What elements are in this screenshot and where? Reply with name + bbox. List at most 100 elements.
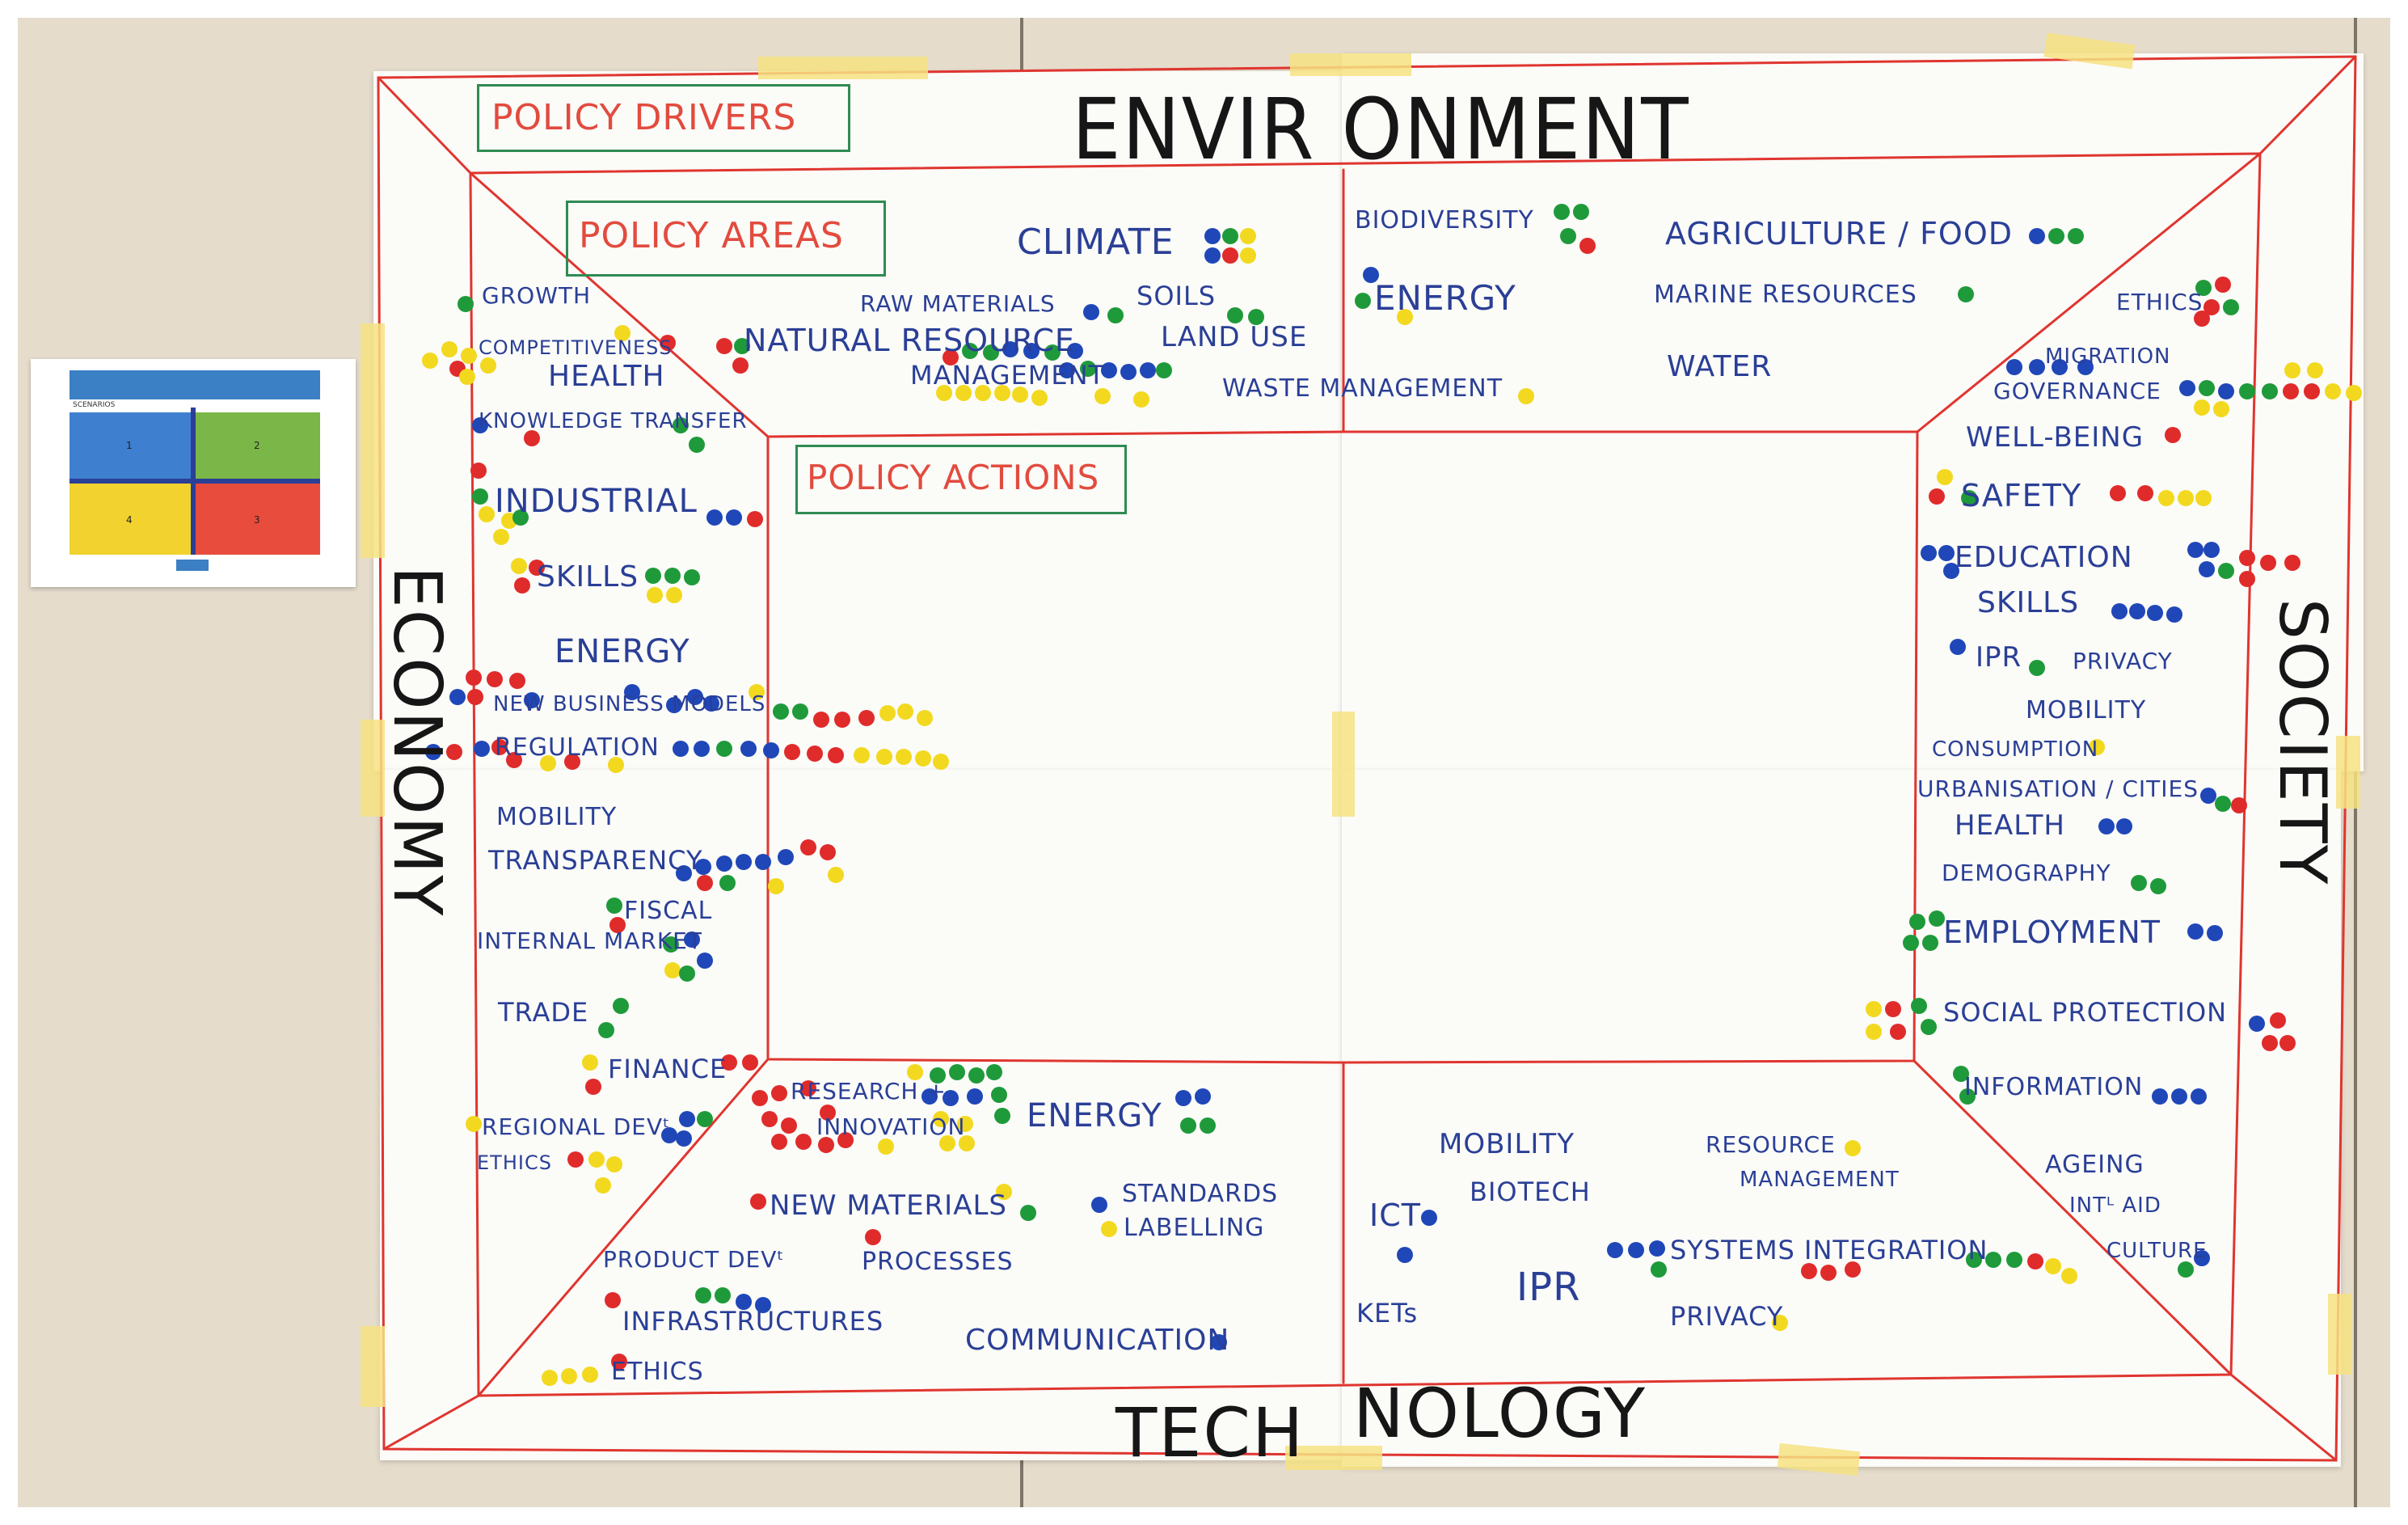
voting-dot: [480, 357, 496, 374]
masking-tape: [758, 57, 928, 79]
voting-dot: [2199, 561, 2215, 577]
voting-dot: [664, 568, 681, 584]
voting-dot: [1091, 1197, 1107, 1213]
label-product-dev: PRODUCT DEVᵗ: [603, 1246, 785, 1273]
voting-dot: [962, 343, 978, 359]
label-soils: SOILS: [1137, 281, 1217, 311]
voting-dot: [2129, 603, 2145, 619]
label-water: WATER: [1667, 350, 1773, 383]
voting-dot: [1950, 639, 1966, 655]
voting-dot: [1227, 307, 1243, 323]
voting-dot: [2052, 359, 2068, 375]
voting-dot: [716, 338, 732, 354]
voting-dot: [897, 703, 913, 720]
voting-dot: [1363, 267, 1379, 283]
voting-dot: [740, 741, 757, 757]
voting-dot: [1397, 1247, 1413, 1263]
voting-dot: [736, 854, 752, 870]
label-regional-dev: REGIONAL DEVᵗ: [482, 1113, 671, 1140]
voting-dot: [1943, 563, 1959, 579]
voting-dot: [524, 692, 540, 708]
technology-heading-right: NOLOGY: [1353, 1374, 1647, 1453]
society-heading: SOCIETY: [2265, 598, 2340, 886]
voting-dot: [1890, 1024, 1906, 1040]
voting-dot: [2239, 383, 2255, 399]
label-ipr-soc: IPR: [1976, 641, 2022, 674]
voting-dot: [2284, 555, 2300, 571]
voting-dot: [2089, 739, 2105, 755]
label-biotech: BIOTECH: [1470, 1176, 1591, 1207]
voting-dot: [1059, 362, 1075, 378]
voting-dot: [2111, 603, 2128, 619]
voting-dot: [446, 744, 462, 760]
voting-dot: [837, 1132, 854, 1148]
label-industrial: INDUSTRIAL: [495, 483, 698, 520]
label-energy-eco: ENERGY: [555, 633, 690, 670]
voting-dot: [800, 839, 816, 855]
voting-dot: [697, 953, 713, 969]
voting-dot: [1133, 391, 1149, 408]
voting-dot: [2165, 427, 2181, 443]
voting-dot: [467, 689, 483, 705]
voting-dot: [2171, 1088, 2187, 1105]
voting-dot: [1628, 1242, 1644, 1258]
voting-dot: [1911, 998, 1927, 1014]
voting-dot: [1397, 309, 1413, 325]
voting-dot: [828, 747, 844, 763]
voting-dot: [472, 488, 488, 505]
voting-dot: [800, 1080, 816, 1096]
voting-dot: [2178, 1261, 2194, 1278]
voting-dot: [1156, 362, 1172, 378]
label-information: INFORMATION: [1964, 1073, 2144, 1101]
label-knowledge-transfer: KNOWLEDGE TRANSFER: [479, 409, 748, 433]
voting-dot: [459, 369, 475, 385]
policy-drivers-label: POLICY DRIVERS: [491, 97, 797, 138]
voting-dot: [943, 1090, 959, 1106]
voting-dot: [1909, 914, 1925, 930]
masking-tape: [2336, 736, 2360, 809]
voting-dot: [676, 865, 692, 881]
voting-dot: [1921, 545, 1937, 561]
voting-dot: [716, 855, 732, 872]
voting-dot: [679, 965, 695, 982]
voting-dot: [986, 1064, 1002, 1080]
voting-dot: [1953, 1066, 1969, 1082]
voting-dot: [1083, 304, 1099, 320]
voting-dot: [614, 325, 630, 341]
voting-dot: [1101, 362, 1117, 378]
voting-dot: [933, 754, 949, 770]
voting-dot: [930, 1067, 946, 1084]
voting-dot: [768, 878, 784, 894]
voting-dot: [2215, 796, 2231, 812]
voting-dot: [2029, 660, 2045, 676]
voting-dot: [755, 1297, 771, 1313]
voting-dot: [749, 684, 765, 700]
card-title: SCENARIOS: [73, 401, 116, 409]
voting-dot: [673, 741, 689, 757]
voting-dot: [2116, 818, 2132, 834]
voting-dot: [957, 1116, 973, 1132]
voting-dot: [1195, 1088, 1211, 1105]
voting-dot: [968, 1067, 985, 1084]
masking-tape: [1290, 53, 1411, 76]
voting-dot: [689, 437, 705, 453]
voting-dot: [2307, 362, 2323, 378]
label-new-materials: NEW MATERIALS: [770, 1189, 1007, 1222]
voting-dot: [624, 684, 640, 700]
voting-dot: [878, 1138, 894, 1155]
voting-dot: [647, 587, 663, 603]
voting-dot: [2137, 485, 2153, 501]
label-research: RESEARCH +: [791, 1078, 947, 1105]
voting-dot: [2179, 380, 2195, 396]
voting-dot: [1355, 293, 1371, 309]
voting-dot: [1845, 1140, 1861, 1156]
voting-dot: [472, 417, 488, 433]
label-consumption: CONSUMPTION: [1932, 737, 2099, 762]
voting-dot: [983, 344, 999, 361]
label-finance: FINANCE: [608, 1054, 727, 1084]
voting-dot: [511, 558, 527, 574]
voting-dot: [458, 296, 474, 312]
voting-dot: [2150, 878, 2166, 894]
voting-dot: [761, 1111, 778, 1127]
